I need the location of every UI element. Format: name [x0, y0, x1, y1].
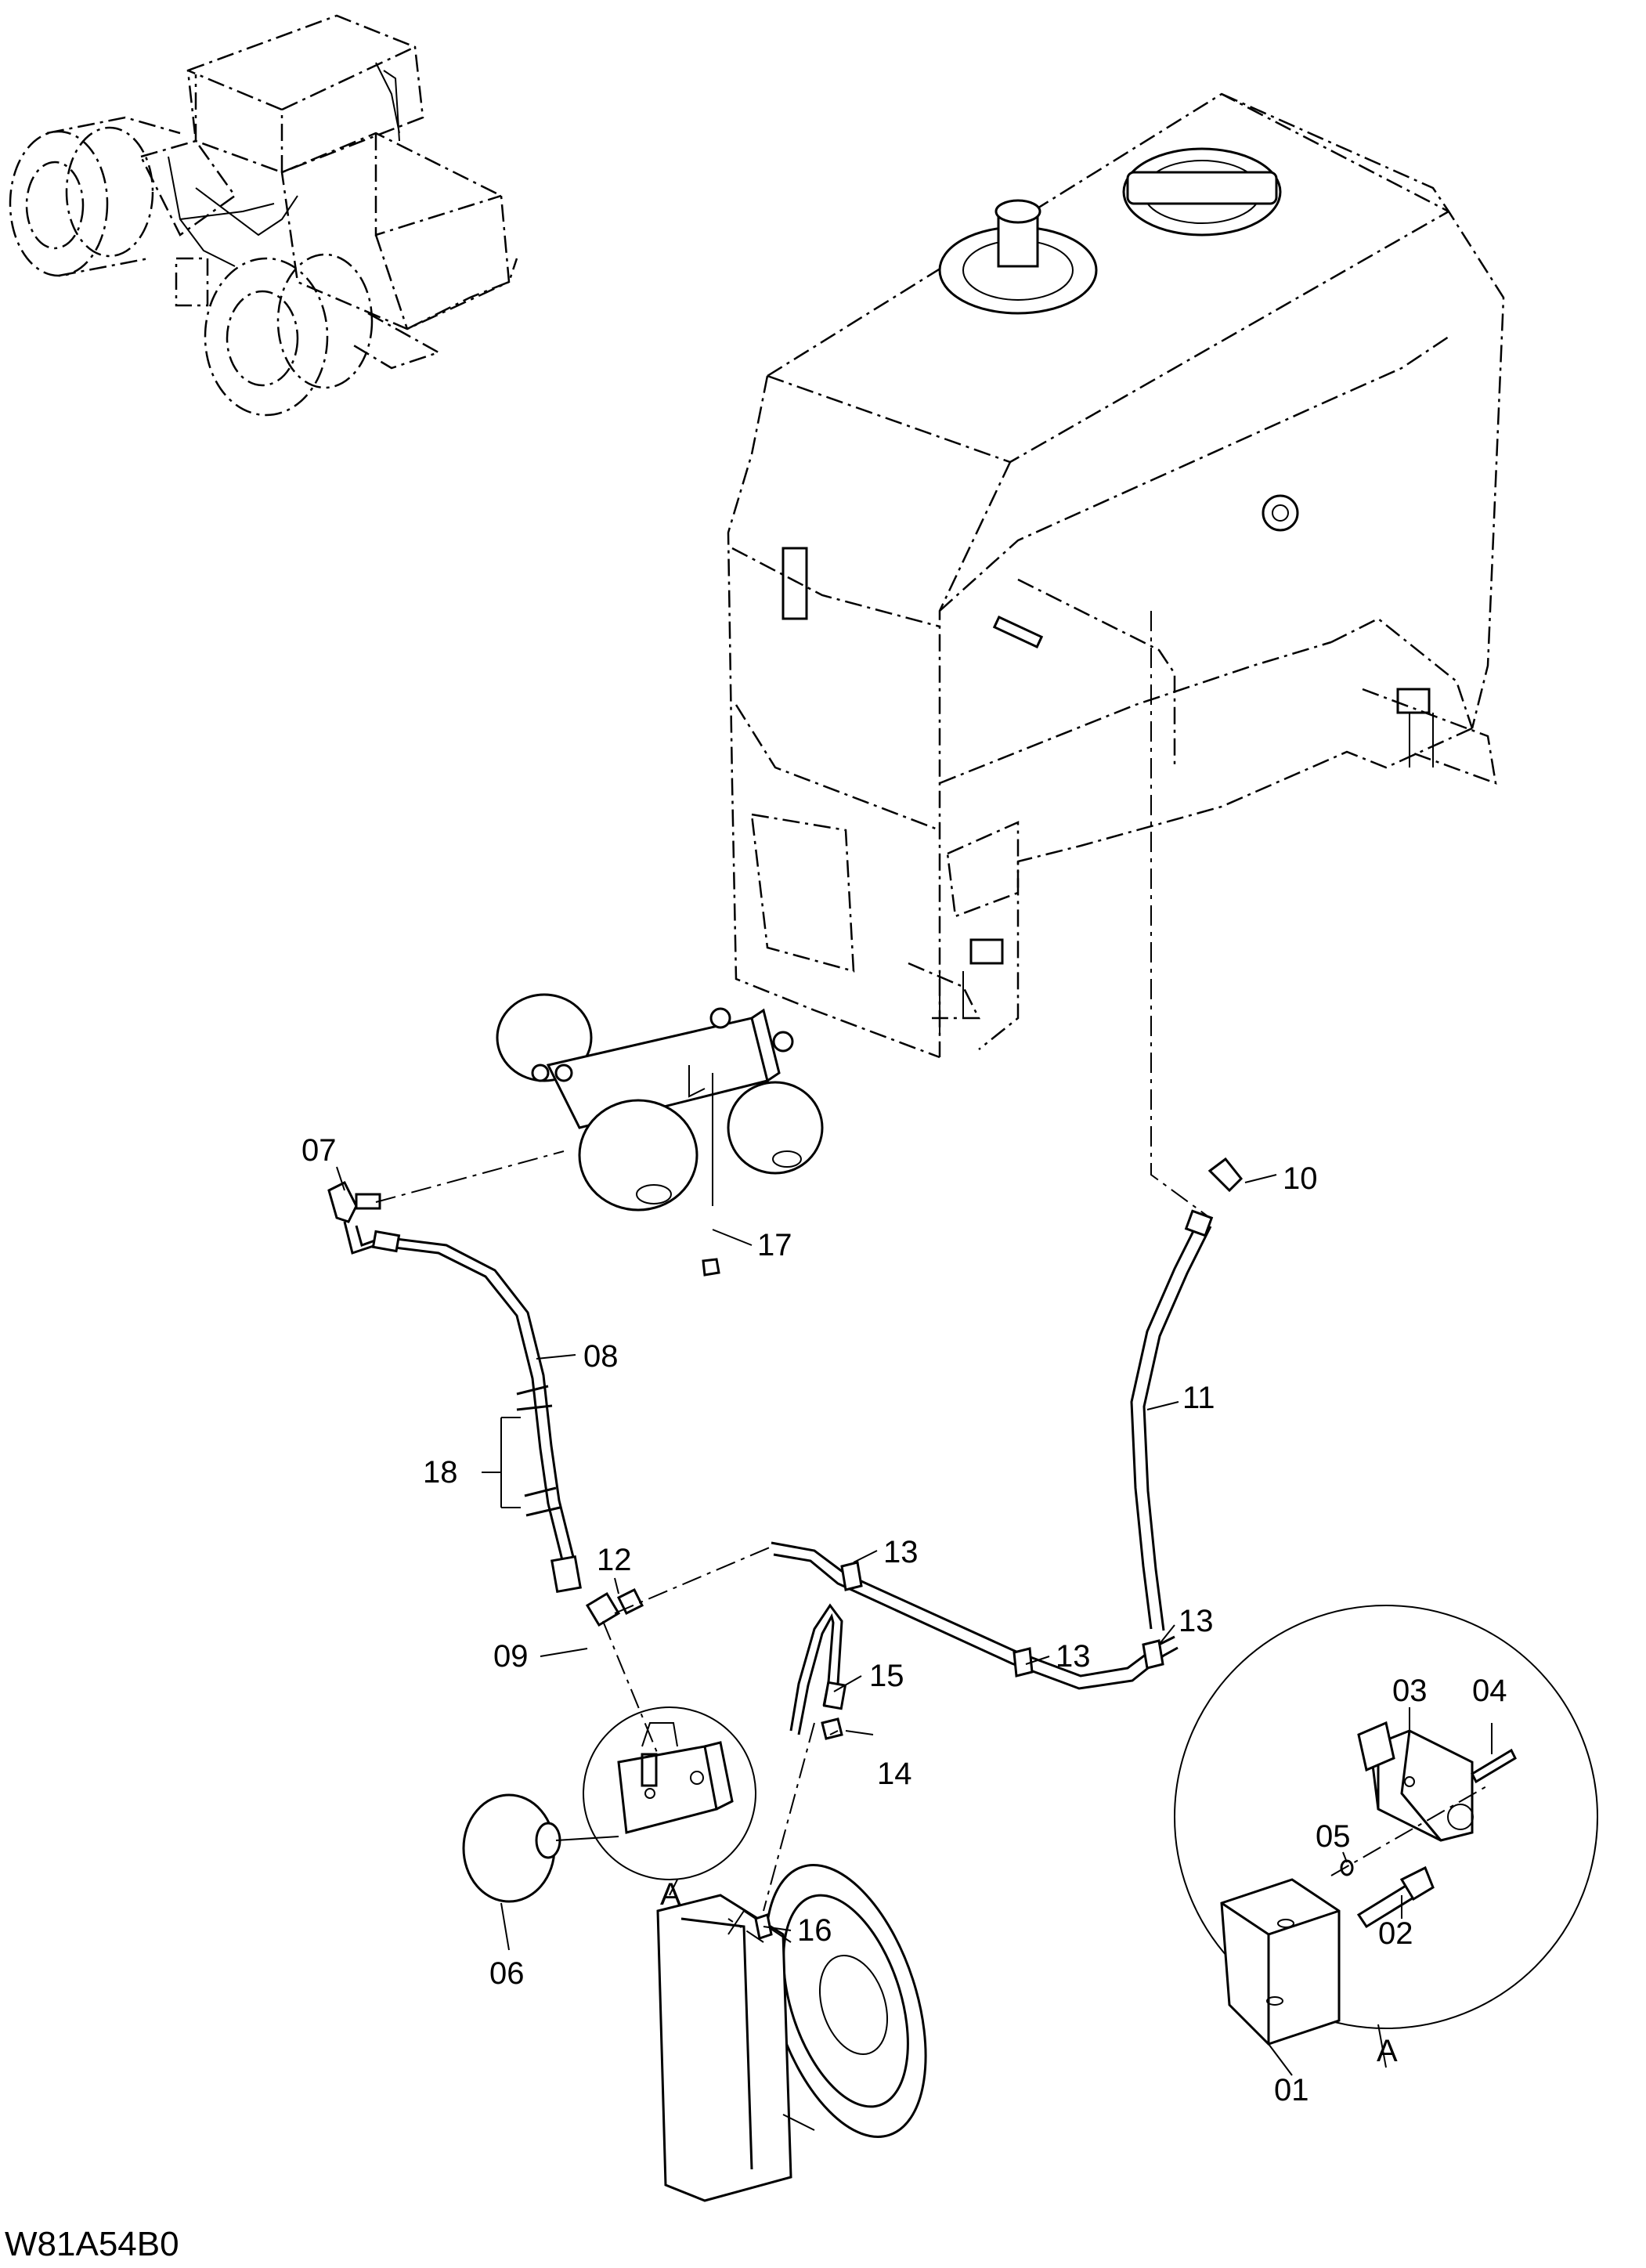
loader-overview-thumbnail — [9, 14, 518, 417]
part-label-10: 10 — [1283, 1161, 1318, 1196]
part-label-14: 14 — [877, 1757, 912, 1791]
fittings — [327, 1157, 1244, 1940]
detail-a-view-large — [1174, 1605, 1598, 2046]
part-label-13-b: 13 — [1056, 1639, 1091, 1674]
accumulator-block — [496, 993, 824, 1212]
part-label-04: 04 — [1472, 1674, 1507, 1708]
part-label-02: 02 — [1378, 1916, 1413, 1951]
part-label-12: 12 — [597, 1543, 632, 1577]
detail-a-view-small — [583, 1706, 756, 1880]
part-label-13-a: 13 — [883, 1535, 919, 1569]
brake-assembly — [656, 1864, 927, 2202]
hoses — [343, 1209, 1214, 1735]
part-label-16: 16 — [797, 1913, 832, 1948]
detail-a-label-small: A — [660, 1877, 681, 1912]
part-label-05: 05 — [1316, 1819, 1351, 1854]
part-label-07: 07 — [301, 1133, 337, 1168]
part-label-11: 11 — [1182, 1381, 1215, 1415]
part-label-06: 06 — [489, 1956, 525, 1991]
part-label-18: 18 — [423, 1455, 458, 1490]
accumulator-06 — [462, 1793, 619, 1903]
part-labels: 01 02 03 04 05 06 07 08 09 10 11 12 13 1… — [301, 1133, 1507, 2107]
part-label-01: 01 — [1274, 2073, 1309, 2107]
part-label-08: 08 — [583, 1339, 619, 1374]
part-label-13-c: 13 — [1179, 1604, 1214, 1638]
part-label-09: 09 — [493, 1639, 529, 1674]
centerlines — [375, 611, 1211, 1943]
leader-lines — [336, 1166, 1493, 2076]
drawing-code: W81A54B0 — [5, 2225, 179, 2263]
part-label-03: 03 — [1392, 1674, 1428, 1708]
detail-a-label-large: A — [1377, 2034, 1398, 2068]
part-label-17: 17 — [757, 1228, 792, 1262]
hydraulic-tank — [727, 92, 1505, 1059]
part-label-15: 15 — [869, 1659, 904, 1693]
